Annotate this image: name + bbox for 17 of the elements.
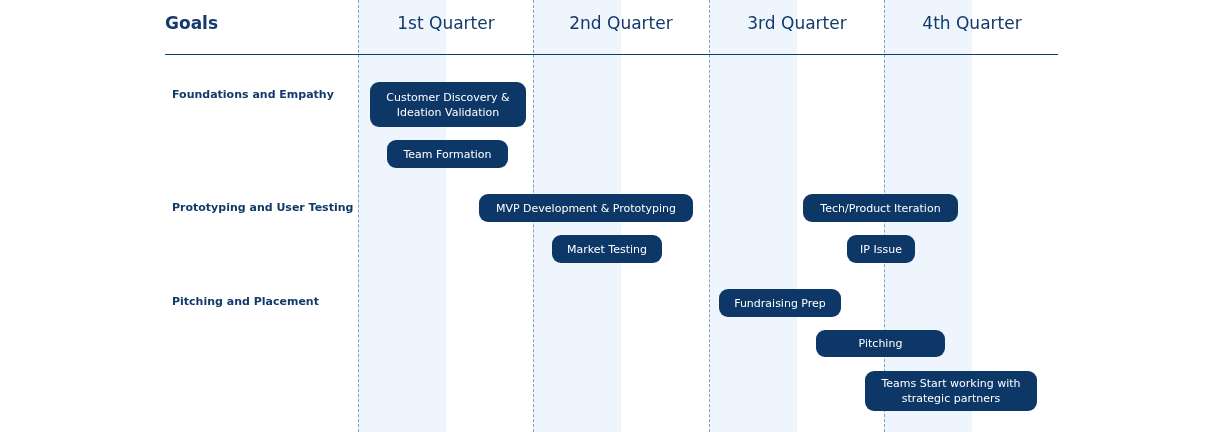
quarter-header: 4th Quarter bbox=[922, 13, 1022, 33]
task-bar: IP Issue bbox=[847, 235, 915, 263]
task-bar: Customer Discovery & Ideation Validation bbox=[370, 82, 526, 127]
header-goals: Goals bbox=[165, 13, 219, 33]
task-bar: Market Testing bbox=[552, 235, 662, 263]
goal-label: Prototyping and User Testing bbox=[172, 201, 354, 214]
quarter-header: 1st Quarter bbox=[397, 13, 495, 33]
task-bar: MVP Development & Prototyping bbox=[479, 194, 693, 222]
task-bar: Teams Start working with strategic partners bbox=[865, 371, 1037, 411]
task-bar: Fundraising Prep bbox=[719, 289, 841, 317]
goal-label: Foundations and Empathy bbox=[172, 88, 334, 101]
task-bar: Pitching bbox=[816, 330, 945, 357]
task-bar: Team Formation bbox=[387, 140, 508, 168]
quarter-header: 2nd Quarter bbox=[569, 13, 673, 33]
task-bar: Tech/Product Iteration bbox=[803, 194, 958, 222]
goal-label: Pitching and Placement bbox=[172, 295, 319, 308]
quarter-header: 3rd Quarter bbox=[747, 13, 847, 33]
